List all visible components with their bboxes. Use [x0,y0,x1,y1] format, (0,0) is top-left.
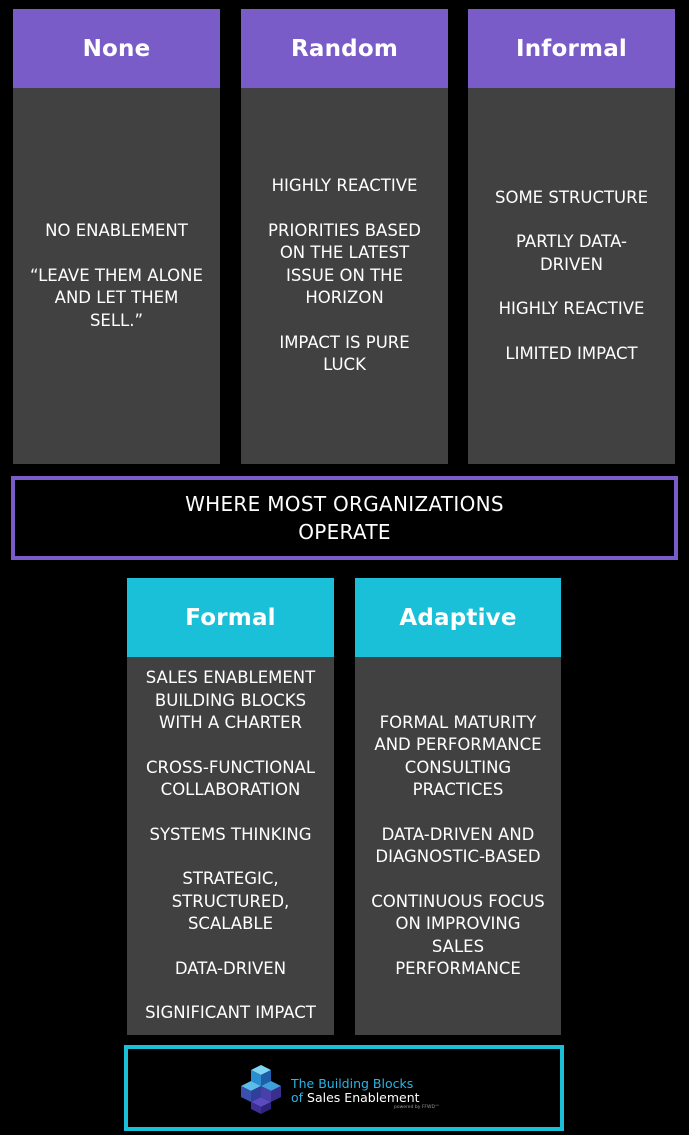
stacked-cubes-icon [241,1065,281,1114]
maturity-card-informal: Informal SOME STRUCTURE PARTLY DATA- DRI… [468,9,675,464]
card-line: DATA-DRIVEN AND DIAGNOSTIC-BASED [375,824,541,867]
card-line: “LEAVE THEM ALONE AND LET THEM SELL.” [30,265,203,330]
card-line: PARTLY DATA- DRIVEN [516,232,627,274]
card-title: Informal [468,9,675,88]
card-line: HIGHLY REACTIVE [498,299,645,319]
card-line: IMPACT IS PURE LUCK [279,332,410,375]
card-line: FORMAL MATURITY AND PERFORMANCE CONSULTI… [374,712,542,800]
card-title: Random [241,9,448,88]
card-body: FORMAL MATURITY AND PERFORMANCE CONSULTI… [355,657,561,1035]
card-line: CONTINUOUS FOCUS ON IMPROVING SALES PERF… [371,891,545,979]
card-title: None [13,9,220,88]
card-line: SOME STRUCTURE [494,187,649,207]
where-most-organizations-banner: WHERE MOST ORGANIZATIONS OPERATE [11,476,678,560]
card-line: DATA-DRIVEN [174,958,287,978]
maturity-card-adaptive: Adaptive FORMAL MATURITY AND PERFORMANCE… [355,578,561,1035]
banner-text: WHERE MOST ORGANIZATIONS OPERATE [185,492,504,544]
card-title: Formal [127,578,334,657]
card-line: SIGNIFICANT IMPACT [145,1003,316,1023]
logo-title-line2: of Sales Enablement [291,1091,420,1105]
maturity-card-none: None NO ENABLEMENT “LEAVE THEM ALONE AND… [13,9,220,464]
maturity-card-formal: Formal SALES ENABLEMENT BUILDING BLOCKS … [127,578,334,1035]
maturity-card-random: Random HIGHLY REACTIVE PRIORITIES BASED … [241,9,448,464]
brand-logo-box: The Building Blocks of Sales Enablement … [124,1045,564,1131]
card-line: HIGHLY REACTIVE [271,176,418,196]
card-line: LIMITED IMPACT [505,343,638,363]
card-line: SALES ENABLEMENT BUILDING BLOCKS WITH A … [145,668,316,733]
card-line: PRIORITIES BASED ON THE LATEST ISSUE ON … [268,220,421,308]
logo-powered-by: powered by FFWD™ [394,1105,440,1110]
card-body: SALES ENABLEMENT BUILDING BLOCKS WITH A … [127,657,334,1035]
card-body: HIGHLY REACTIVE PRIORITIES BASED ON THE … [241,88,448,464]
logo-title-of: of [291,1090,304,1105]
card-body: NO ENABLEMENT “LEAVE THEM ALONE AND LET … [13,88,220,464]
card-body: SOME STRUCTURE PARTLY DATA- DRIVEN HIGHL… [468,88,675,464]
card-line: SYSTEMS THINKING [149,824,312,844]
logo-title-sales-enablement: Sales Enablement [307,1090,420,1105]
logo-title-line1: The Building Blocks [291,1076,414,1091]
card-title: Adaptive [355,578,561,657]
card-line: STRATEGIC, STRUCTURED, SCALABLE [171,869,290,934]
card-line: NO ENABLEMENT [45,221,188,240]
card-line: CROSS-FUNCTIONAL COLLABORATION [145,757,316,800]
